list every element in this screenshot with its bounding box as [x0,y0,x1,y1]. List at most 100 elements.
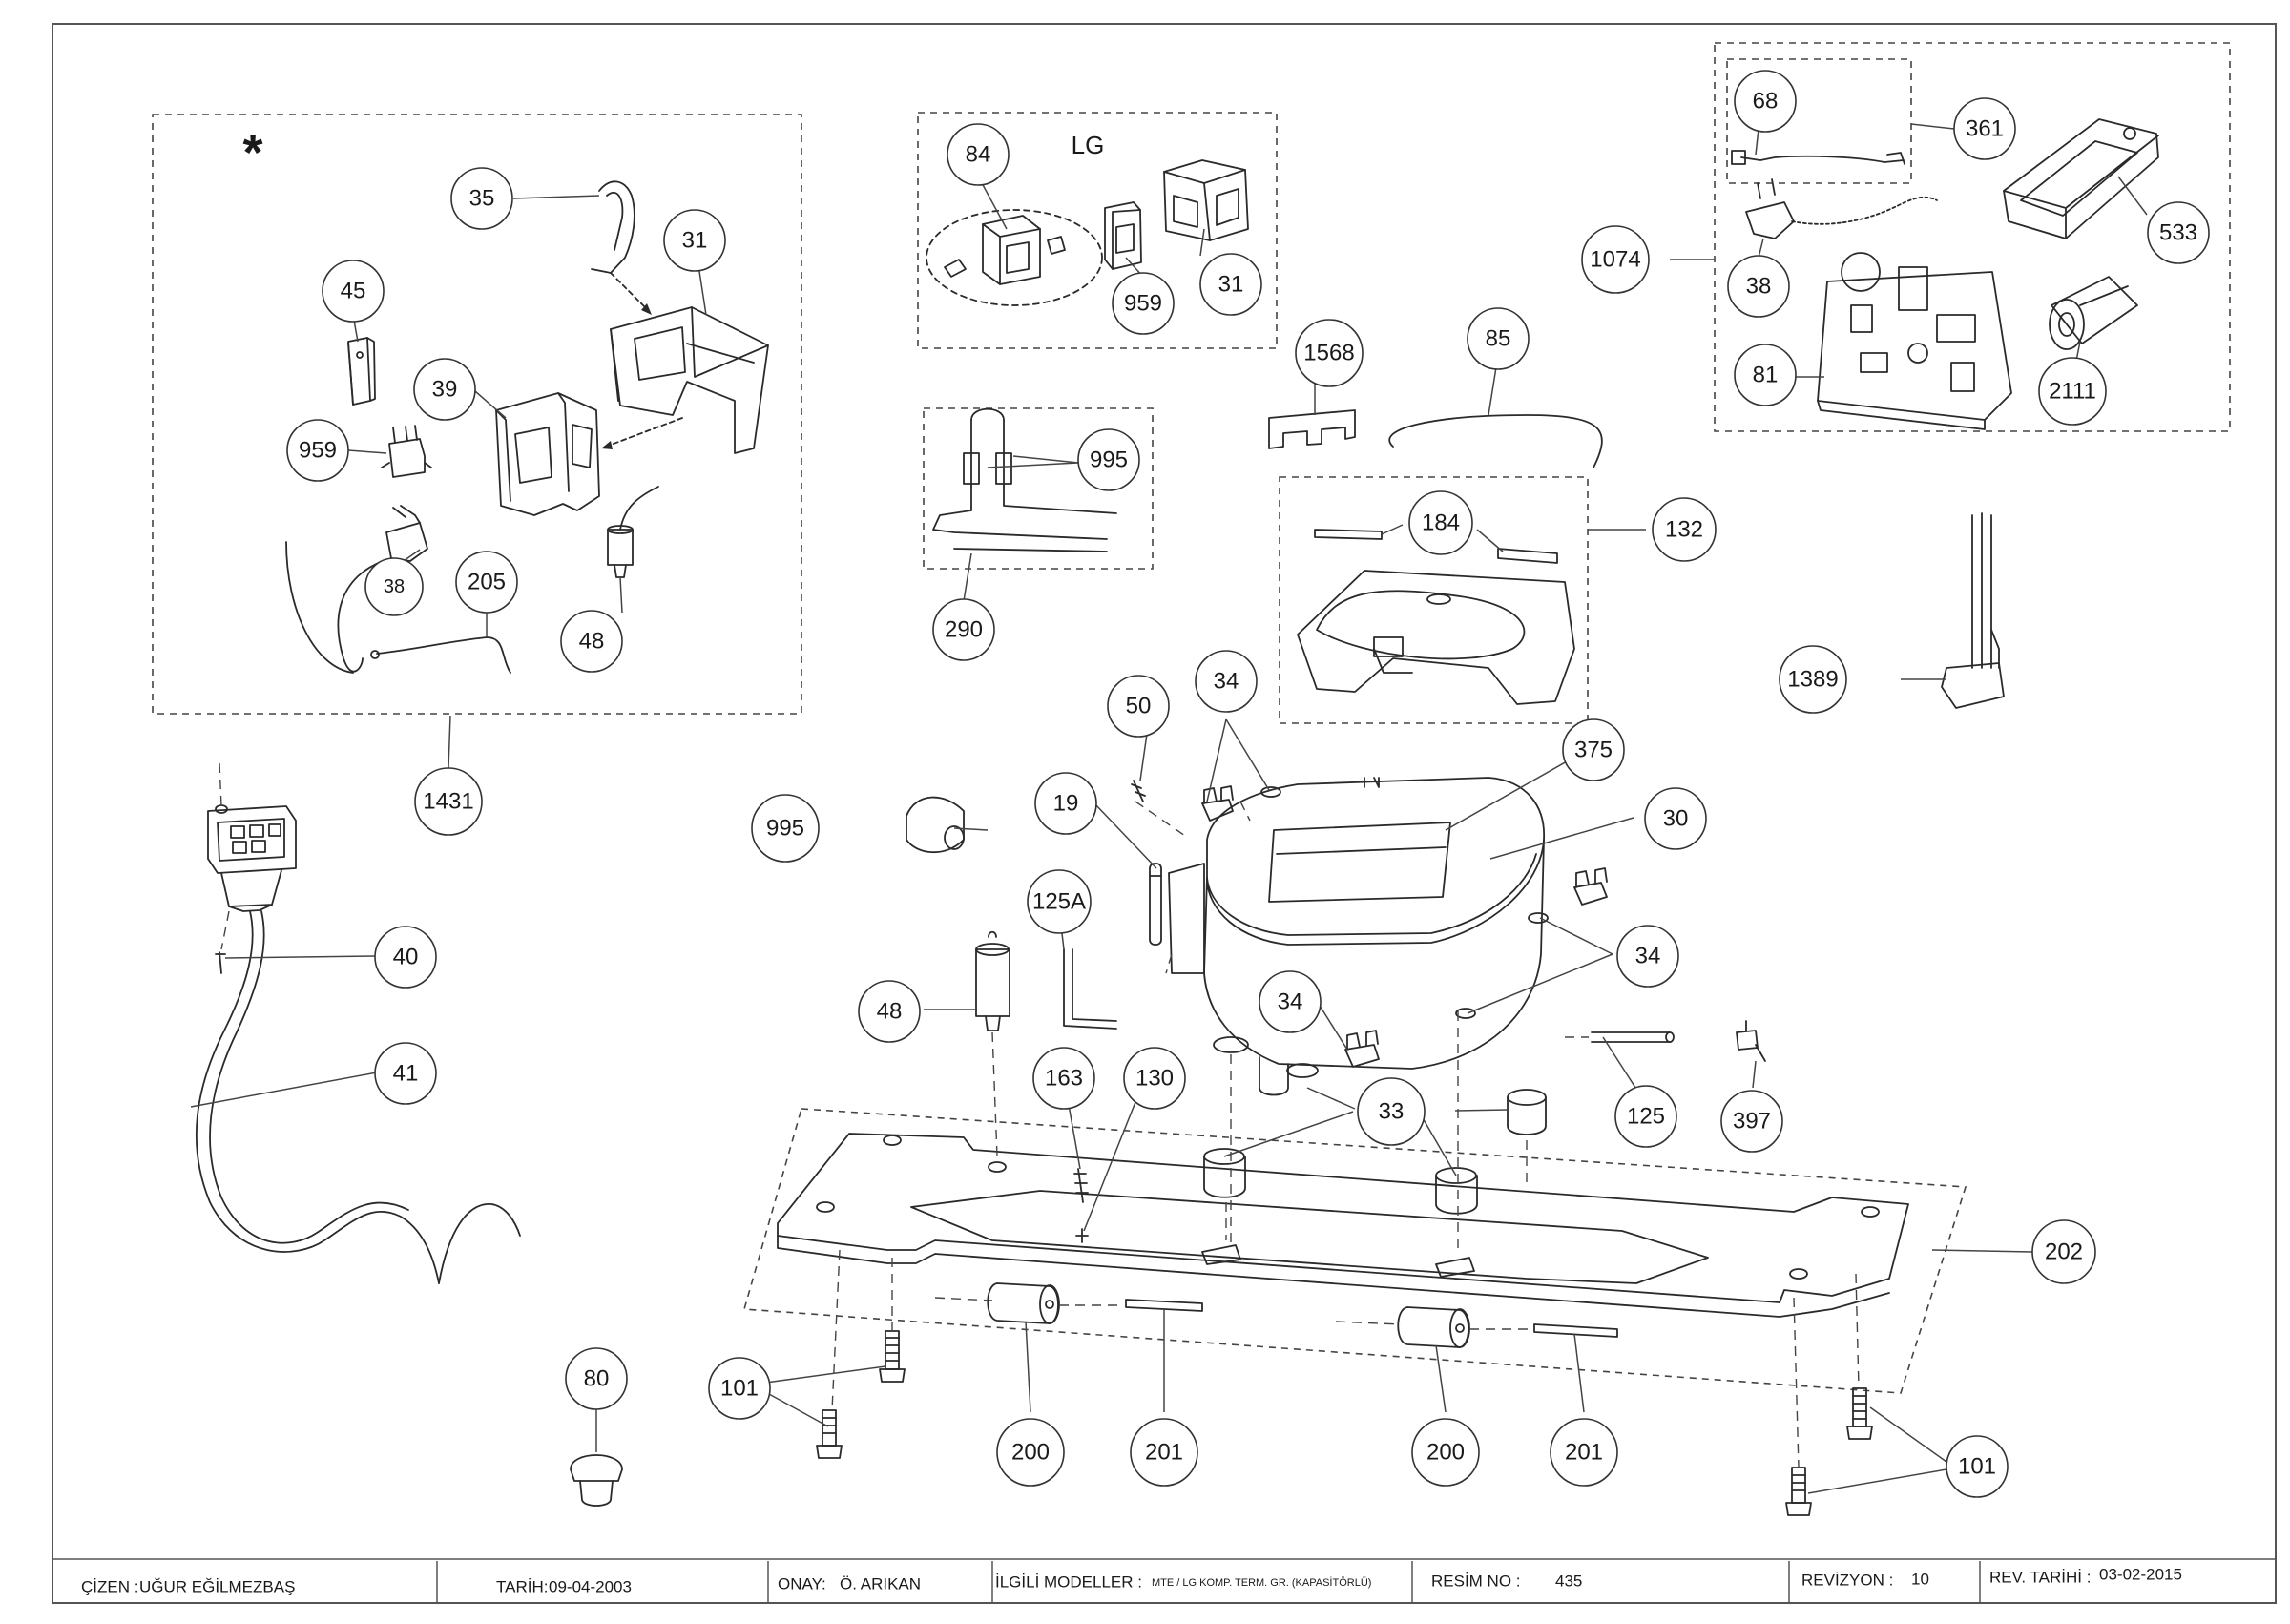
callout-circle [1562,718,1625,781]
callout-circle [374,1042,437,1105]
callout-circle [1614,1085,1677,1148]
callout-c31b: 31 [1199,253,1262,316]
callout-circle [1946,1435,2009,1498]
callout-c35: 35 [450,167,513,230]
callout-label: 163 [1045,1066,1083,1092]
callout-circle [947,123,1010,186]
kit-361-box [1726,58,1912,184]
callout-label: 995 [1090,448,1128,473]
callout-label: 31 [682,228,708,254]
part-81-pcb [1817,252,2012,430]
part-45-bracket [347,337,376,406]
callout-circle [1734,344,1797,406]
callout-label: 85 [1486,326,1511,352]
group-boxes [152,42,2231,1394]
callout-circle [751,794,820,863]
callout-circle [1130,1418,1198,1487]
callout-c290: 290 [932,598,995,661]
callout-c31a: 31 [663,209,726,272]
part-68-cable [1731,150,1905,165]
callout-c34b: 34 [1616,925,1679,988]
part-101-screw-a [879,1330,906,1383]
callout-label: 125A [1032,889,1086,915]
tb-date: 09-04-2003 [549,1578,632,1596]
tb-drawing-no-label: RESİM NO : [1431,1572,1521,1591]
part-drawings [196,118,2159,1516]
part-84-relay [944,215,1066,285]
callout-label: 375 [1574,738,1613,763]
callout-circle [1727,255,1790,318]
callout-circle [1259,970,1322,1033]
callout-label: 397 [1733,1109,1771,1135]
callout-c48b: 48 [858,980,921,1043]
part-125-rod [1591,1031,1675,1043]
callout-label: 200 [1426,1440,1465,1466]
callout-circle [708,1357,771,1420]
callout-label: 38 [384,576,405,597]
callout-label: 205 [468,570,506,595]
part-959-relay-a [381,425,432,478]
callout-c200a: 200 [996,1418,1065,1487]
callout-circle [1077,428,1140,491]
callout-label: 31 [1218,272,1244,298]
callout-c132: 132 [1652,497,1717,562]
callout-circle [1953,97,2016,160]
callout-circle [1550,1418,1618,1487]
part-205-wire [370,636,511,674]
callout-c30: 30 [1644,787,1707,850]
callout-c38b: 38 [1727,255,1790,318]
callout-c130: 130 [1123,1047,1186,1110]
part-375-nameplate [1276,846,1447,855]
part-1389-probe [1941,512,2005,709]
part-34-clip-c [1344,1030,1380,1068]
callout-circle [1027,869,1092,934]
part-38-plug-a [285,505,428,674]
part-80-grommet [570,1454,623,1507]
callout-label: 50 [1126,694,1152,719]
callout-c200b: 200 [1411,1418,1480,1487]
callout-circle [560,610,623,673]
part-connector-housing [207,804,297,912]
callout-circle [1032,1047,1095,1110]
part-201-rod-a [1125,1299,1203,1312]
callout-circle [932,598,995,661]
part-995-cap [906,796,965,854]
tb-drawing-no: 435 [1555,1572,1582,1591]
callout-c1568: 1568 [1295,319,1364,387]
callout-label: 19 [1053,791,1079,817]
callout-c995a: 995 [1077,428,1140,491]
tb-rev-date-label: REV. TARİHİ : [1989,1569,2091,1587]
part-19-pin [1149,863,1162,946]
part-101-screw-c [1846,1387,1873,1440]
tb-revision-label: REVİZYON : [1801,1572,1893,1590]
callout-c68: 68 [1734,70,1797,133]
callout-label: 39 [432,377,458,403]
part-33-grommets [1203,1089,1547,1215]
callout-label: 995 [766,816,804,842]
callout-label: 1389 [1787,667,1838,693]
callout-c38a: 38 [364,557,424,616]
callout-circle [663,209,726,272]
callout-circle [1195,650,1258,713]
part-200-spacer-a [987,1282,1060,1324]
callout-c101a: 101 [708,1357,771,1420]
callout-c995b: 995 [751,794,820,863]
callout-label: 1568 [1303,341,1354,366]
callout-circle [2147,201,2210,264]
part-1568-clip [1268,409,1356,449]
callout-c1431: 1431 [414,767,483,836]
part-48-capacitor-a [607,486,659,578]
callout-c959b: 959 [1112,272,1175,335]
kit-290-box [923,407,1154,570]
callout-circle [1644,787,1707,850]
callout-label: 81 [1753,363,1779,388]
callout-label: 41 [393,1061,419,1087]
callout-label: 45 [341,279,366,304]
callout-label: 959 [1124,291,1162,317]
part-200-spacer-b [1397,1306,1470,1348]
kit-1431-box [152,114,802,715]
callout-circle [1720,1090,1783,1153]
part-50-screw [1131,780,1146,802]
callout-label: 202 [2045,1239,2083,1265]
